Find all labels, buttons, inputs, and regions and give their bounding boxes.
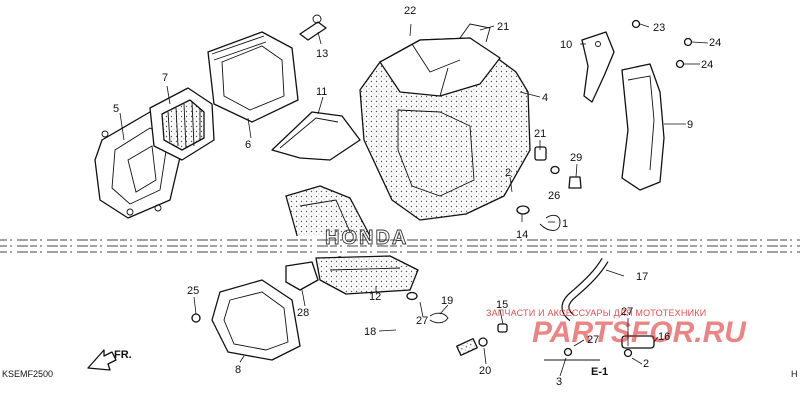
callout-24-lower: 24	[701, 59, 713, 71]
callout-25: 25	[187, 285, 199, 297]
callout-2: 2	[505, 167, 511, 179]
callout-2-detail: 2	[643, 358, 649, 370]
watermark-logo: PARTSFOR.RU	[532, 316, 747, 349]
callout-6: 6	[245, 139, 251, 151]
callout-9: 9	[687, 119, 693, 131]
edge-code: H	[791, 369, 798, 379]
part-callouts: 1 2 2 3 4 5 6 7 8 9 10 11 12 13 14 15 16…	[113, 5, 721, 388]
callout-27-detail: 27	[621, 306, 633, 318]
watermark-caption: ЗАПЧАСТИ И АКСЕССУАРЫ ДЛЯ МОТОТЕХНИКИ	[486, 308, 706, 318]
callout-21-top: 21	[497, 21, 509, 33]
front-arrow-label: FR.	[114, 349, 132, 361]
drain-fitting	[516, 205, 561, 231]
callout-20: 20	[479, 365, 491, 377]
band-clip	[299, 14, 327, 41]
callout-1: 1	[562, 218, 568, 230]
callout-11: 11	[316, 86, 327, 98]
callout-23: 23	[653, 22, 665, 34]
callout-27-middle: 27	[587, 334, 599, 346]
callout-22: 22	[404, 5, 416, 17]
hose-clamps	[406, 291, 508, 347]
scan-artifact-band: HONDA	[0, 227, 800, 256]
brand-mark: HONDA	[325, 227, 408, 249]
detail-label: E-1	[591, 366, 608, 378]
bolt-group-top-right	[631, 19, 693, 69]
air-cleaner-case	[359, 23, 531, 221]
callout-8: 8	[235, 364, 241, 376]
callout-16: 16	[658, 331, 670, 343]
air-filter-foam	[207, 31, 299, 123]
gasket-plate	[211, 279, 301, 361]
callout-17: 17	[636, 271, 648, 283]
callout-4: 4	[542, 92, 548, 104]
callout-18: 18	[364, 326, 376, 338]
callout-15: 15	[496, 299, 508, 311]
callout-24-upper: 24	[709, 37, 721, 49]
diagram-code: KSEMF2500	[2, 369, 53, 379]
callout-13: 13	[316, 48, 328, 60]
callout-27-left: 27	[416, 315, 428, 327]
side-cover-clip	[581, 31, 615, 103]
callout-28: 28	[297, 307, 309, 319]
duct-boot	[285, 261, 319, 291]
callout-21-side: 21	[534, 128, 546, 140]
side-cover	[621, 63, 665, 191]
front-direction-arrow: FR.	[87, 349, 132, 371]
leader-lines	[119, 23, 709, 377]
breather-hose	[392, 300, 480, 368]
callout-7: 7	[162, 72, 168, 84]
callout-10: 10	[560, 39, 572, 51]
callout-14: 14	[516, 229, 528, 241]
callout-3: 3	[556, 376, 562, 388]
mounting-bracket	[271, 111, 361, 161]
watermark: PARTSFOR.RU ЗАПЧАСТИ И АКСЕССУАРЫ ДЛЯ МО…	[486, 308, 747, 349]
filter-element	[149, 87, 215, 161]
callout-5: 5	[113, 103, 119, 115]
drain-tube-detail	[544, 257, 655, 361]
callout-19: 19	[441, 295, 453, 307]
callout-29: 29	[570, 152, 582, 164]
grommet-hardware	[534, 146, 582, 189]
callout-26: 26	[548, 190, 560, 202]
callout-12: 12	[369, 291, 381, 303]
bolt-25	[191, 313, 201, 323]
lower-case	[315, 255, 419, 295]
